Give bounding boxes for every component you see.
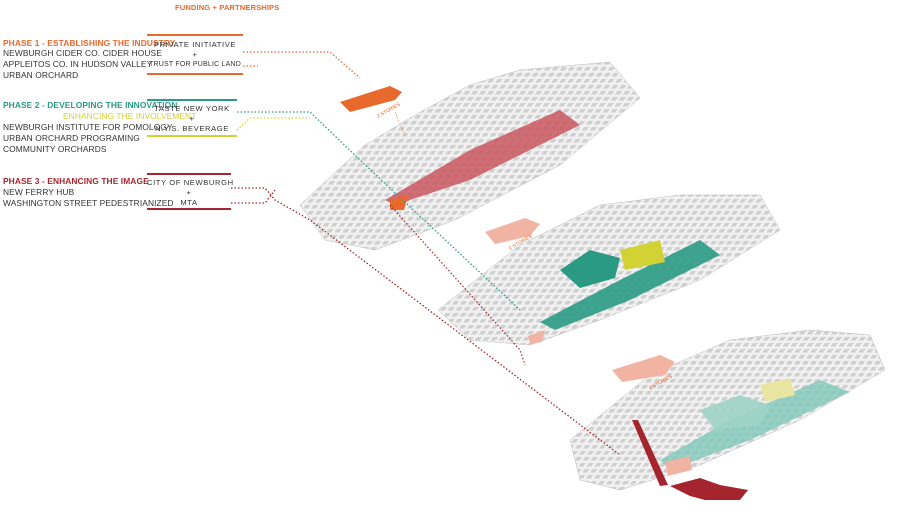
phase-1-item: URBAN ORCHARD xyxy=(3,70,79,80)
phase-2-yellow-block xyxy=(620,240,665,270)
map-tier-2: 2 STORIES xyxy=(437,194,781,346)
phase-1-building xyxy=(340,86,402,112)
partner-box-bottom-rule xyxy=(147,135,237,137)
partner-1-plus: + xyxy=(192,50,198,59)
phase-3-item: NEW FERRY HUB xyxy=(3,187,75,197)
partner-box-top-rule xyxy=(147,99,237,101)
partner-box-bottom-rule xyxy=(147,73,243,75)
partner-2-bottom: N.Y.S. BEVERAGE xyxy=(155,124,229,133)
partner-2-plus: + xyxy=(189,114,195,123)
partner-1-top: PRIVATE INITIATIVE xyxy=(153,40,237,49)
map-tier-1: 2 STORIES xyxy=(299,61,641,251)
phase-3-building xyxy=(612,355,675,382)
phase-2-building xyxy=(485,218,540,244)
phase-2-subtitle: ENHANCING THE INVOLVEMENT xyxy=(63,111,197,121)
connector-phase-2-secondary xyxy=(236,117,310,131)
partner-2-top: TASTE NEW YORK xyxy=(154,104,230,113)
ferry-hub xyxy=(670,478,748,500)
phase-1-ferry xyxy=(390,195,408,210)
partner-box-bottom-rule xyxy=(147,208,231,210)
washington-street xyxy=(632,420,668,486)
partner-3-top: CITY OF NEWBURGH xyxy=(147,178,234,187)
connector-phase-3 xyxy=(231,187,621,456)
partner-3-bottom: MTA xyxy=(180,198,198,207)
phase-1-item: APPLEITOS CO. IN HUDSON VALLEY xyxy=(3,59,153,69)
partner-box-top-rule xyxy=(147,173,231,175)
phase-2-corridor xyxy=(540,240,720,330)
phase-2-item: NEWBURGH INSTITUTE FOR POMOLOGY xyxy=(3,122,173,132)
connector-phase-1 xyxy=(243,51,361,79)
header-label: FUNDING + PARTNERSHIPS xyxy=(175,3,280,12)
phase-1-item: NEWBURGH CIDER CO. CIDER HOUSE xyxy=(3,48,162,58)
connector-phase-2 xyxy=(237,111,521,311)
phase-2-title: PHASE 2 - DEVELOPING THE INNOVATION xyxy=(3,100,178,110)
phase-1-title: PHASE 1 - ESTABLISHING THE INDUSTRY xyxy=(3,38,176,48)
partner-1-bottom: TRUST FOR PUBLIC LAND xyxy=(149,61,241,68)
phase-2-item: COMMUNITY ORCHARDS xyxy=(3,144,107,154)
phase-2-block xyxy=(560,250,620,288)
map-tier-3: 2 STORIES xyxy=(569,329,886,500)
phase-3-title: PHASE 3 - ENHANCING THE IMAGE xyxy=(3,176,149,186)
partner-box-top-rule xyxy=(147,34,243,36)
partner-3-plus: + xyxy=(186,188,192,197)
phase-2-item: URBAN ORCHARD PROGRAMING xyxy=(3,133,140,143)
phase-1-corridor xyxy=(385,110,580,205)
phase-3-item: WASHINGTON STREET PEDESTRIANIZED xyxy=(3,198,174,208)
